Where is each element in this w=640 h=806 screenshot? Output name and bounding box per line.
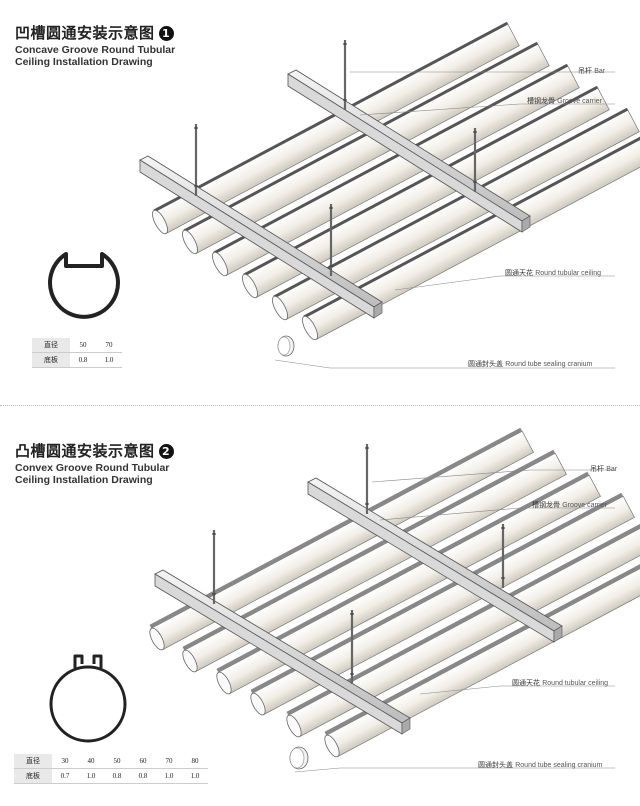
label-bar: 吊杆 Bar: [578, 67, 606, 75]
tube: [182, 41, 550, 255]
tube-end-cap: [289, 746, 309, 770]
groove-carrier: [287, 69, 531, 233]
concave-installation-drawing: [48, 21, 640, 369]
label-round-tubular-ceiling: 圆通天花 Round tubular ceiling: [512, 679, 608, 687]
tube: [212, 63, 580, 277]
leader-lines: [274, 71, 615, 369]
tube-end-cap: [277, 335, 295, 357]
section1-title-en-line1: Concave Groove Round Tubular: [15, 44, 176, 56]
groove-carrier: [139, 155, 383, 319]
groove-carrier: [154, 569, 411, 735]
convex-installation-drawing: [49, 427, 640, 773]
label-sealing-cap: 圆通封头盖 Round tube sealing cranium: [478, 761, 603, 769]
section1-title-en-line2: Ceiling Installation Drawing: [15, 56, 153, 68]
tube: [324, 534, 640, 758]
tube: [250, 492, 635, 716]
concave-profile-icon: [48, 252, 120, 319]
tube-group: [149, 427, 640, 758]
spec-row-thickness: 底板 0.8 1.0: [32, 352, 122, 368]
label-bar: 吊杆 Bar: [590, 465, 618, 473]
section1-badge: 1: [158, 26, 174, 41]
label-round-tubular-ceiling: 圆通天花 Round tubular ceiling: [505, 269, 601, 277]
label-sealing-cap: 圆通封头盖 Round tube sealing cranium: [468, 360, 593, 368]
tube: [272, 107, 640, 321]
leader-lines: [294, 469, 615, 773]
tube: [302, 127, 640, 341]
hanging-bar: [343, 40, 347, 110]
section2-badge: 2: [158, 444, 174, 459]
tube: [152, 21, 520, 235]
hanging-bar: [473, 128, 477, 192]
section2-spec-table: 直径 30 40 50 60 70 80 底板 0.7 1.0 0.8 0.8 …: [14, 754, 208, 784]
section2-title-en-line1: Convex Groove Round Tubular: [15, 462, 170, 474]
tube-group: [152, 21, 640, 341]
hanging-bar: [329, 204, 333, 276]
label-groove-carrier: 槽钢龙骨 Groove carrier: [532, 501, 607, 509]
section1-spec-table: 直径 50 70 底板 0.8 1.0: [32, 338, 122, 368]
hanging-bar: [194, 124, 198, 196]
section2-title-en-line2: Ceiling Installation Drawing: [15, 474, 153, 486]
tube: [216, 471, 601, 695]
hanging-bar: [365, 444, 369, 514]
hanging-bar: [350, 610, 354, 684]
hanging-bar: [212, 530, 216, 604]
spec-row-diameter: 直径 50 70: [32, 338, 122, 353]
convex-profile-icon: [49, 654, 127, 743]
groove-carrier: [307, 477, 563, 643]
tube: [182, 449, 567, 673]
spec-row-diameter: 直径 30 40 50 60 70 80: [14, 754, 208, 769]
hanging-bar: [501, 524, 505, 588]
spec-row-thickness: 底板 0.7 1.0 0.8 0.8 1.0 1.0: [14, 768, 208, 784]
tube: [286, 514, 640, 738]
section-divider: [0, 405, 640, 406]
label-groove-carrier: 槽钢龙骨 Groove carrier: [527, 97, 602, 105]
